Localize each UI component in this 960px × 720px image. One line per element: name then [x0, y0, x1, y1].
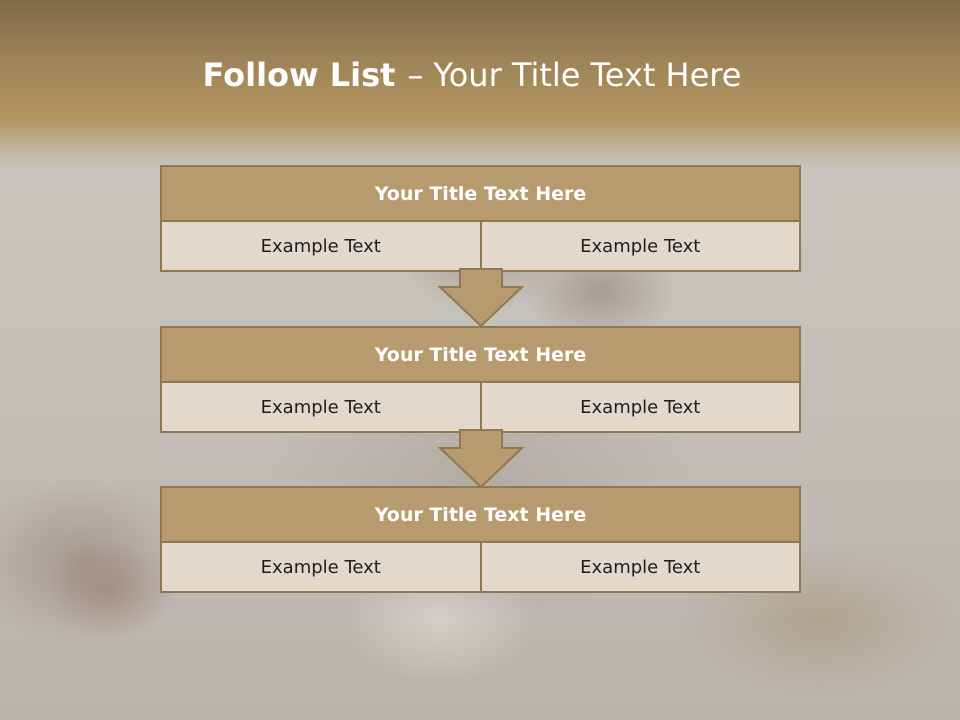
header-band	[0, 0, 960, 170]
step-cell-right: Example Text	[481, 543, 801, 593]
step-cell-right: Example Text	[481, 383, 801, 433]
title-bold: Follow List	[202, 56, 396, 94]
slide-title: Follow List–Your Title Text Here	[0, 52, 960, 98]
step-block-3: Your Title Text Here Example Text Exampl…	[160, 486, 801, 593]
down-arrow-icon	[438, 429, 524, 489]
step-row: Example Text Example Text	[160, 543, 801, 593]
step-cell-left: Example Text	[160, 383, 482, 433]
step-block-1: Your Title Text Here Example Text Exampl…	[160, 165, 801, 272]
step-title: Your Title Text Here	[160, 165, 801, 222]
step-block-2: Your Title Text Here Example Text Exampl…	[160, 326, 801, 433]
step-row: Example Text Example Text	[160, 222, 801, 272]
step-cell-left: Example Text	[160, 543, 482, 593]
step-title: Your Title Text Here	[160, 486, 801, 543]
title-separator: –	[407, 56, 424, 94]
down-arrow-icon	[438, 268, 524, 328]
step-row: Example Text Example Text	[160, 383, 801, 433]
step-cell-right: Example Text	[481, 222, 801, 272]
step-cell-left: Example Text	[160, 222, 482, 272]
step-title: Your Title Text Here	[160, 326, 801, 383]
title-rest: Your Title Text Here	[433, 56, 742, 94]
